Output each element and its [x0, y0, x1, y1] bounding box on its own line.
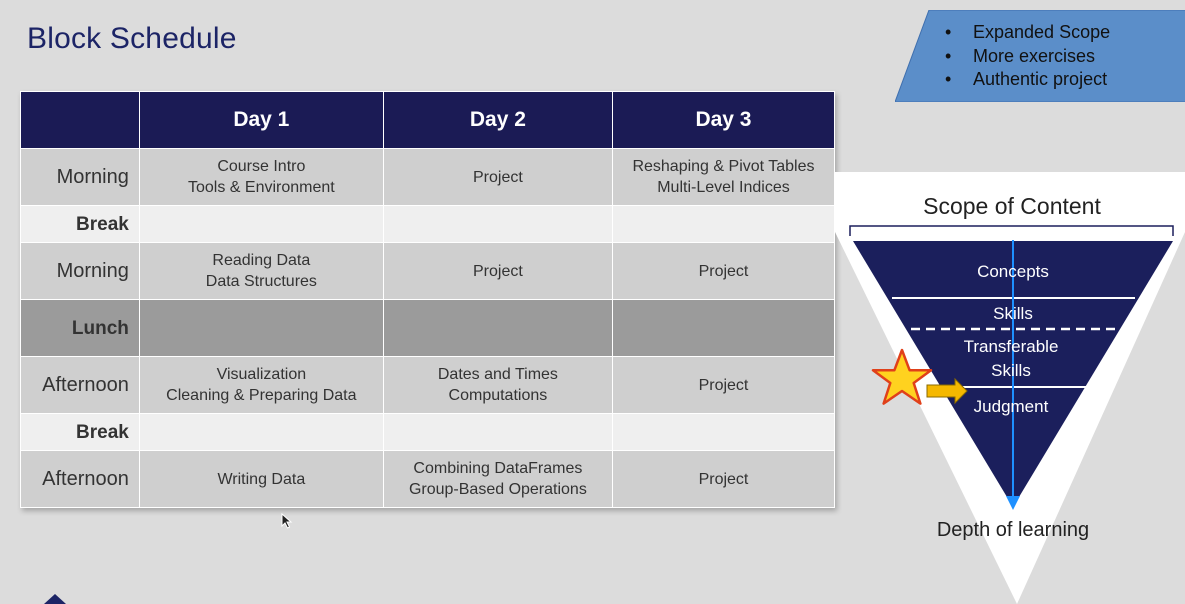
table-row: Break	[20, 413, 836, 451]
cell-line: Reshaping & Pivot Tables	[632, 158, 815, 175]
schedule-cell	[611, 205, 836, 243]
table-row: Lunch	[20, 299, 836, 357]
scope-bracket	[849, 225, 1174, 236]
level-transferable-line2: Skills	[991, 361, 1031, 380]
star-icon	[871, 348, 933, 405]
cell-line: Cleaning & Preparing Data	[166, 387, 357, 404]
cell-line: Project	[472, 262, 523, 280]
schedule-cell	[382, 413, 613, 451]
row-label: Break	[20, 413, 140, 451]
table-header-row: Day 1 Day 2 Day 3	[20, 91, 836, 149]
cell-line: Course Intro	[217, 158, 306, 175]
scope-label: Scope of Content	[923, 193, 1101, 219]
header-day-2: Day 2	[382, 91, 613, 149]
schedule-cell: Project	[611, 242, 836, 300]
schedule-cell: Project	[382, 148, 613, 206]
header-day-3: Day 3	[611, 91, 836, 149]
logo-icon	[44, 594, 66, 604]
depth-arrow-head	[1006, 496, 1020, 510]
row-label: Morning	[20, 148, 140, 206]
schedule-cell: Writing Data	[138, 450, 384, 508]
cell-line: Data Structures	[205, 273, 317, 290]
cell-line: Combining DataFrames	[413, 460, 583, 477]
schedule-cell	[382, 205, 613, 243]
schedule-cell	[611, 413, 836, 451]
cell-line: Dates and Times	[437, 366, 558, 383]
callout-shape	[895, 10, 1185, 102]
cell-line: Project	[472, 168, 523, 186]
level-concepts: Concepts	[977, 262, 1049, 281]
level-skills: Skills	[993, 304, 1033, 323]
mouse-cursor-icon	[281, 513, 293, 529]
scope-depth-diagram: Scope of Content Concepts Skills Transfe…	[835, 172, 1185, 604]
schedule-cell: Project	[611, 356, 836, 414]
level-transferable-line1: Transferable	[964, 337, 1059, 356]
schedule-cell	[138, 413, 384, 451]
schedule-cell	[382, 299, 613, 357]
row-label: Break	[20, 205, 140, 243]
table-row: Break	[20, 205, 836, 243]
cell-line: Project	[698, 470, 749, 488]
schedule-cell: Project	[611, 450, 836, 508]
schedule-cell	[138, 299, 384, 357]
row-label: Lunch	[20, 299, 140, 357]
cell-line: Reading Data	[212, 252, 311, 269]
cell-line: Project	[698, 376, 749, 394]
pointer-arrow	[926, 377, 968, 405]
cell-line: Group-Based Operations	[408, 481, 587, 498]
header-day-1: Day 1	[138, 91, 384, 149]
schedule-cell: Project	[382, 242, 613, 300]
header-corner	[20, 91, 140, 149]
row-label: Afternoon	[20, 450, 140, 508]
cell-line: Tools & Environment	[187, 179, 335, 196]
row-label: Afternoon	[20, 356, 140, 414]
table-row: Afternoon Writing Data Combining DataFrame…	[20, 450, 836, 508]
level-judgment: Judgment	[974, 397, 1049, 416]
schedule-cell	[611, 299, 836, 357]
slide-title: Block Schedule	[27, 22, 237, 55]
cell-line: Computations	[448, 387, 548, 404]
cell-line: Writing Data	[217, 470, 306, 488]
cell-line: Project	[698, 262, 749, 280]
depth-label: Depth of learning	[937, 519, 1089, 541]
cell-line: Multi-Level Indices	[657, 179, 790, 196]
row-label: Morning	[20, 242, 140, 300]
schedule-cell	[138, 205, 384, 243]
scope-callout	[895, 10, 1185, 102]
cell-line: Visualization	[216, 366, 307, 383]
